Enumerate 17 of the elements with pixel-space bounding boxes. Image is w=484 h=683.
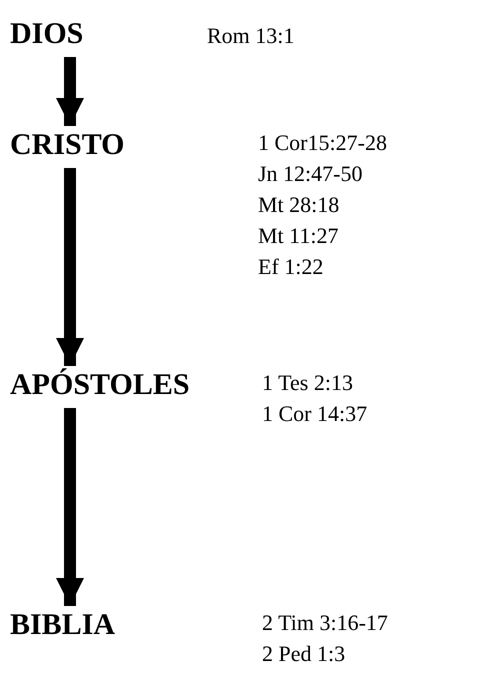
bible-reference: Mt 11:27 bbox=[258, 222, 340, 250]
bible-reference: Rom 13:1 bbox=[207, 22, 294, 50]
arrow bbox=[56, 408, 84, 606]
level-label: APÓSTOLES bbox=[10, 368, 190, 402]
bible-reference: Mt 28:18 bbox=[258, 191, 340, 219]
bible-reference: 1 Cor15:27-28 bbox=[258, 129, 387, 157]
arrow bbox=[56, 168, 84, 366]
bible-reference: Jn 12:47-50 bbox=[258, 160, 364, 188]
bible-reference: 2 Tim 3:16-17 bbox=[262, 609, 388, 637]
level-label: DIOS bbox=[10, 17, 84, 51]
bible-reference: Ef 1:22 bbox=[258, 253, 324, 281]
arrow bbox=[56, 57, 84, 126]
level-label: BIBLIA bbox=[10, 608, 116, 642]
bible-reference: 1 Cor 14:37 bbox=[262, 400, 368, 428]
level-label: CRISTO bbox=[10, 128, 124, 162]
bible-reference: 2 Ped 1:3 bbox=[262, 640, 346, 668]
bible-reference: 1 Tes 2:13 bbox=[262, 369, 354, 397]
